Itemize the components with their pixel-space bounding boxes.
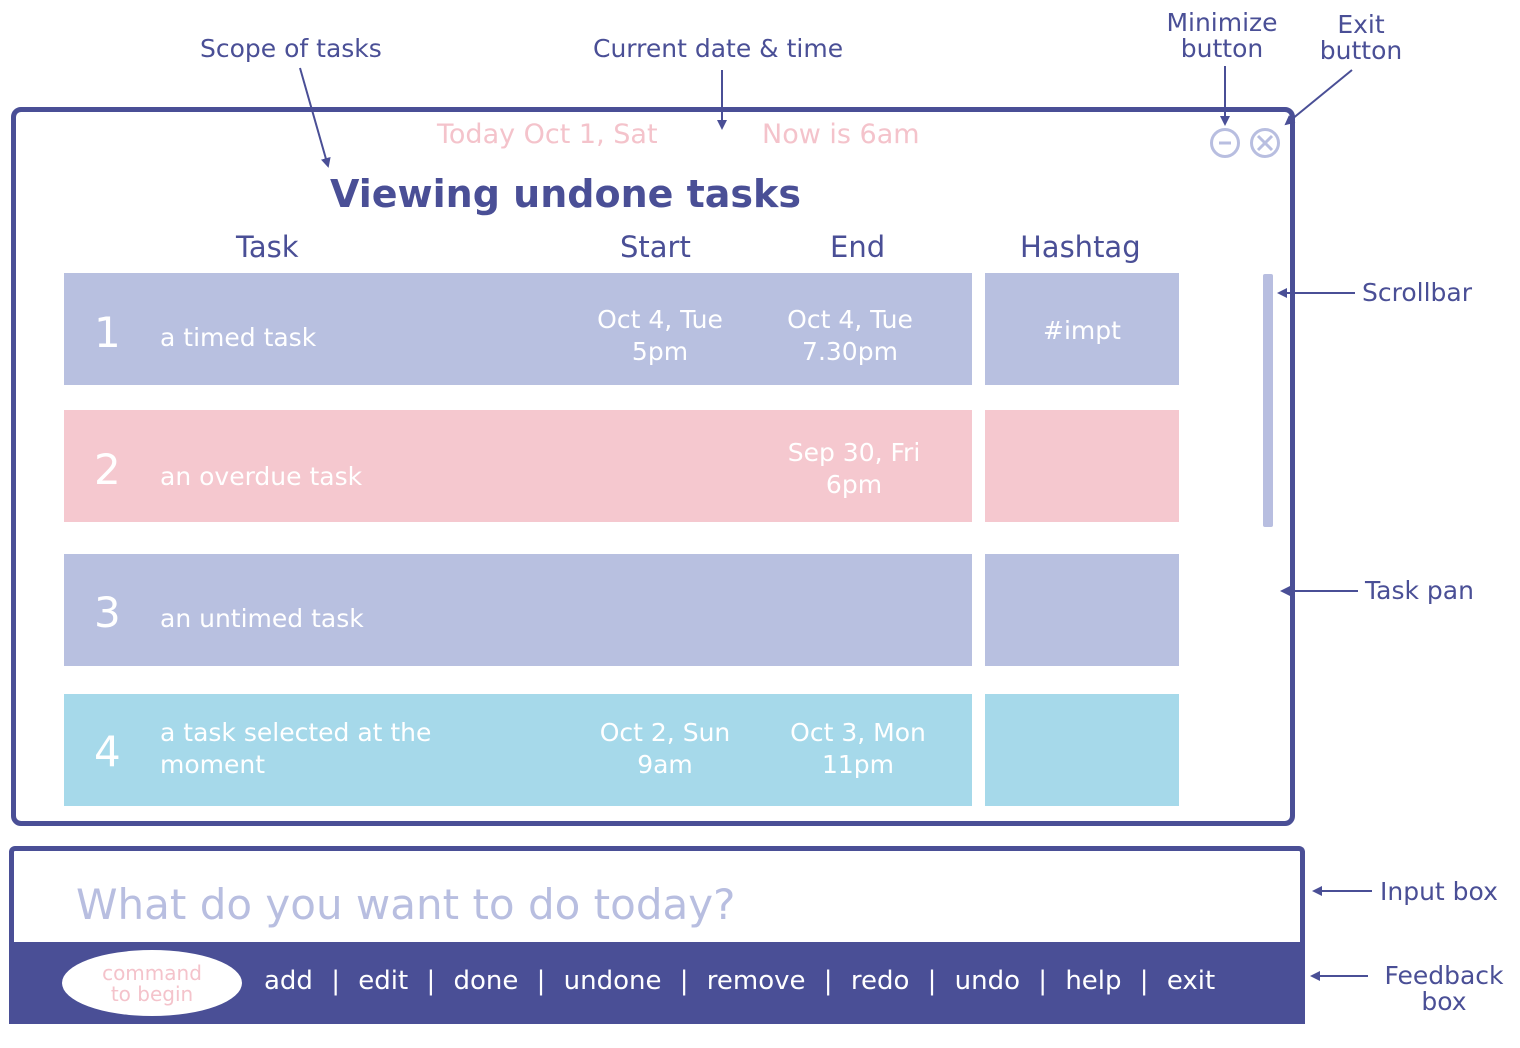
annotation-feedback: Feedback box [1376,963,1512,1015]
task-row-4-hashtag-cell[interactable] [985,694,1179,806]
command-undone[interactable]: undone [563,966,662,996]
task-text: a task selected at the moment [160,718,432,779]
minimize-button[interactable] [1210,128,1240,158]
annotation-exit-line1: Exit [1337,10,1385,39]
column-header-task: Task [236,230,299,264]
command-exit[interactable]: exit [1166,966,1216,996]
command-hint-line2: to begin [110,982,194,1006]
annotation-task-pan: Task pan [1365,576,1474,605]
task-row-1-hashtag-cell[interactable] [985,273,1179,385]
task-row-3-hashtag-cell[interactable] [985,554,1179,666]
command-done[interactable]: done [453,966,519,996]
annotation-scrollbar: Scrollbar [1362,278,1472,307]
minus-circle-icon [1219,141,1231,145]
command-hint-pill: command to begin [62,950,242,1016]
scrollbar[interactable] [1263,274,1273,527]
column-header-hashtag: Hashtag [1020,230,1141,264]
command-list: add | edit | done | undone | remove | re… [264,966,1225,996]
annotation-datetime: Current date & time [593,34,844,63]
command-separator: | [679,966,689,996]
task-row-3[interactable] [64,554,972,666]
page-title: Viewing undone tasks [330,172,801,216]
command-separator: | [823,966,833,996]
task-text: an overdue task [160,462,363,491]
task-end: Sep 30, Fri 6pm [787,438,921,499]
command-input[interactable] [74,873,1278,935]
annotation-input-box: Input box [1380,877,1498,906]
command-edit[interactable]: edit [358,966,409,996]
task-number: 2 [94,445,121,494]
command-add[interactable]: add [264,966,313,996]
task-end: Oct 3, Mon 11pm [790,718,926,779]
annotation-exit: Exit button [1316,12,1406,64]
task-row-4[interactable] [64,694,972,806]
current-time: Now is 6am [762,119,920,150]
task-start: Oct 4, Tue 5pm [597,305,723,366]
annotation-minimize-line1: Minimize [1166,8,1278,37]
task-hashtag: #impt [1043,316,1121,345]
task-row-1[interactable] [64,273,972,385]
exit-button[interactable] [1250,128,1280,158]
annotation-exit-line2: button [1319,36,1403,65]
task-row-2[interactable] [64,410,972,522]
task-number: 3 [94,588,121,637]
annotation-feedback-line1: Feedback [1384,961,1504,990]
annotation-scope: Scope of tasks [200,34,382,63]
annotation-minimize-line2: button [1180,34,1264,63]
command-hint-line1: command [102,961,202,985]
task-text: a timed task [160,323,317,352]
column-header-start: Start [620,230,691,264]
task-end: Oct 4, Tue 7.30pm [787,305,913,366]
arrow-exit [1284,69,1353,126]
task-number: 1 [94,308,121,357]
main-window [11,107,1295,826]
command-separator: | [1139,966,1149,996]
command-remove[interactable]: remove [706,966,806,996]
command-undo[interactable]: undo [954,966,1021,996]
command-separator: | [426,966,436,996]
command-separator: | [331,966,340,996]
today-date: Today Oct 1, Sat [437,119,658,150]
column-header-end: End [830,230,886,264]
annotation-feedback-line2: box [1421,987,1467,1016]
command-separator: | [1038,966,1048,996]
task-text: an untimed task [160,604,364,633]
command-separator: | [927,966,937,996]
task-row-2-hashtag-cell[interactable] [985,410,1179,522]
command-help[interactable]: help [1065,966,1122,996]
x-circle-icon [1256,134,1274,152]
command-redo[interactable]: redo [850,966,910,996]
task-start: Oct 2, Sun 9am [599,718,731,779]
task-number: 4 [94,727,121,776]
command-separator: | [536,966,546,996]
input-box [9,846,1305,948]
annotation-minimize: Minimize button [1166,10,1278,62]
